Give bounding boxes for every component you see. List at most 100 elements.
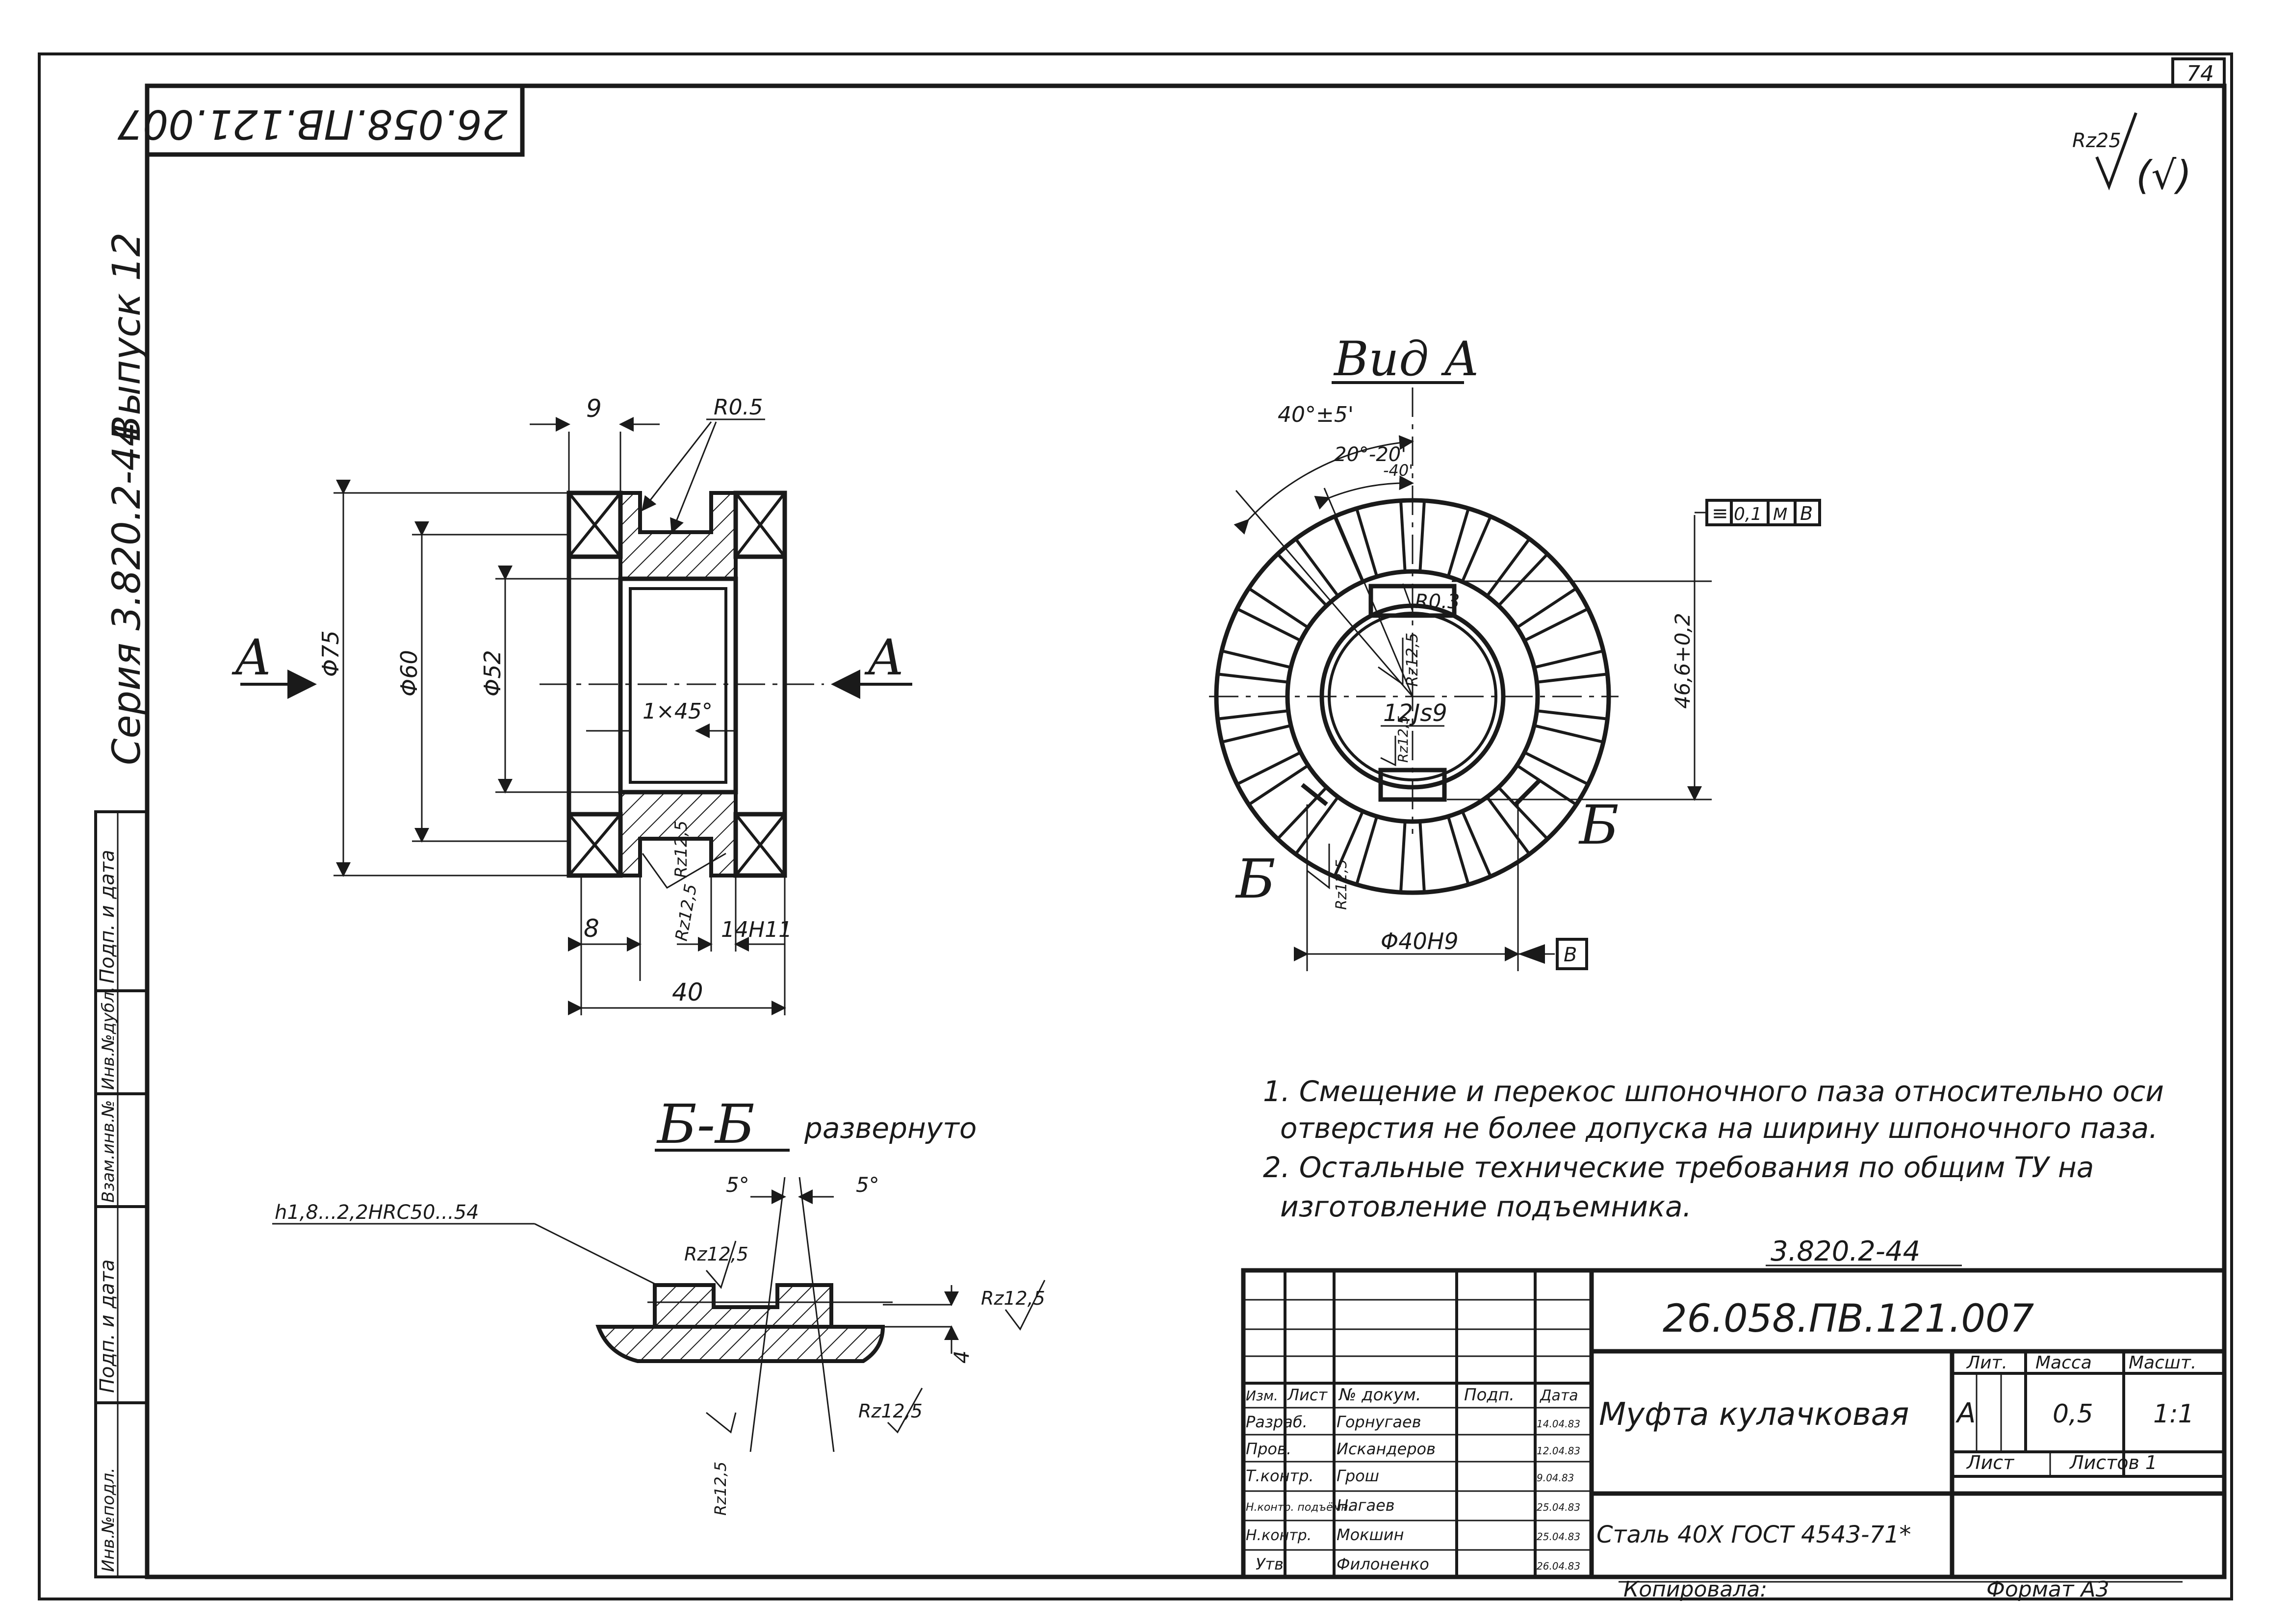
note-line-2: отверстия не более допуска на ширину шпо… <box>1280 1111 2158 1145</box>
tooth-line <box>1538 672 1607 684</box>
tooth-line <box>1277 553 1327 606</box>
view-a: Вид А 40°±5' 20°-20' -40' R0.3 Rz12,5 12… <box>1209 332 1821 971</box>
tb-copied-label: Копировала: <box>1623 1577 1767 1602</box>
tooth-line <box>1461 812 1492 876</box>
tb-row4-role: Н.контр. подъёмн. <box>1246 1501 1352 1514</box>
bb-roughness-vertical: Rz12,5 <box>711 1462 730 1516</box>
series-label-group: Серия 3.820.2-44 Выпуск 12 <box>105 232 149 765</box>
dim-dia-52: Φ52 <box>479 650 506 696</box>
bore-dim: Φ40H9 <box>1381 928 1459 954</box>
tooth-line <box>1249 765 1308 805</box>
tb-material: Сталь 40Х ГОСТ 4543-71* <box>1596 1521 1911 1548</box>
side-cell-3: Взам.инв.№ <box>99 1100 118 1203</box>
dim-8: 8 <box>584 914 599 943</box>
view-a-title: Вид А <box>1333 332 1479 387</box>
bottom-roughness: Rz12,5 <box>1333 859 1350 910</box>
tooth-line <box>1237 608 1300 642</box>
note-line-1: 1. Смещение и перекос шпоночного паза от… <box>1263 1075 2164 1108</box>
tooth-line <box>1222 724 1290 744</box>
angle-20-lower: -40' <box>1383 461 1413 480</box>
title-block: 3.820.2-44 26.058.ПВ.121.007 Муфта <box>1241 1236 2227 1602</box>
tb-lit-value: А <box>1955 1397 1976 1429</box>
tb-row4-date: 25.04.83 <box>1537 1501 1580 1513</box>
tb-row5-name: Мокшин <box>1337 1525 1404 1544</box>
tb-row1-date: 14.04.83 <box>1537 1418 1580 1430</box>
tooth-line <box>1538 709 1607 721</box>
side-cell-1: Подп. и дата <box>96 850 119 983</box>
issue-label: Выпуск 12 <box>105 232 149 441</box>
tooth-line <box>1249 588 1308 628</box>
tooth-line <box>1333 516 1364 581</box>
key-roughness: Rz12,5 <box>1403 633 1421 687</box>
tolerance-frame: ≡ 0,1 М В <box>1695 499 1821 526</box>
tooth-line <box>1399 501 1407 570</box>
note-line-3: 2. Остальные технические требования по о… <box>1263 1151 2094 1184</box>
page-number: 74 <box>2186 61 2214 86</box>
tb-col-list: Лист <box>1287 1386 1328 1404</box>
tb-row4-name: Нагаев <box>1337 1496 1395 1515</box>
tb-sheets-label: Листов 1 <box>2069 1452 2157 1473</box>
tb-row6-date: 26.04.83 <box>1537 1560 1580 1572</box>
dim-46-6: 46,6+0,2 <box>1671 613 1695 709</box>
slot-roughness-1: Rz12,5 <box>671 821 691 878</box>
tb-row6-name: Филоненко <box>1337 1555 1429 1573</box>
tooth-line <box>1295 539 1338 596</box>
tooth-line <box>1355 509 1378 576</box>
tooth-line <box>1525 608 1588 642</box>
tooth-line <box>1295 797 1338 854</box>
angle-40: 40°±5' <box>1278 402 1354 427</box>
section-bb-subtitle: развернуто <box>804 1111 977 1145</box>
tooth-line <box>1218 672 1287 684</box>
bb-roughness-right: Rz12,5 <box>981 1288 1045 1309</box>
tb-row2-name: Искандеров <box>1337 1440 1436 1458</box>
tol-value: 0,1 <box>1734 504 1762 524</box>
tb-row6-role: Утв. <box>1256 1555 1288 1573</box>
chamfer-note: 1×45° <box>643 699 713 724</box>
angle-20: 20°-20' <box>1334 443 1406 466</box>
depth-4: 4 <box>950 1350 974 1364</box>
section-b-left: Б <box>1235 848 1276 910</box>
tooth-line <box>1222 649 1290 669</box>
front-hatch-top <box>618 491 738 581</box>
tb-row1-name: Горнугаев <box>1337 1413 1421 1431</box>
datum-b: В <box>1564 944 1577 966</box>
tb-row3-role: Т.контр. <box>1246 1467 1314 1485</box>
section-bb-title: Б-Б <box>656 1093 755 1156</box>
tb-col-doc: № докум. <box>1338 1385 1421 1405</box>
series-label: Серия 3.820.2-44 <box>105 422 149 766</box>
front-view: A A Φ75 Φ60 Φ52 9 R0.5 1×45° <box>231 394 912 1015</box>
tb-row1-role: Разраб. <box>1246 1413 1308 1431</box>
bb-roughness-lower: Rz12,5 <box>858 1400 923 1422</box>
tol-modifier: М <box>1773 505 1787 524</box>
angle-right: 5° <box>856 1173 879 1197</box>
dim-dia-75: Φ75 <box>317 630 344 677</box>
radius-r03: R0.3 <box>1415 591 1460 613</box>
tooth-line <box>1498 787 1548 840</box>
tooth-line <box>1461 516 1492 581</box>
tb-lit-label: Лит. <box>1966 1353 2007 1373</box>
tb-col-izm: Изм. <box>1246 1388 1278 1404</box>
tb-sheet-label: Лист <box>1966 1452 2015 1473</box>
tb-mass-label: Масса <box>2035 1353 2092 1373</box>
general-roughness-label: Rz25 <box>2072 129 2121 152</box>
dim-dia-60: Φ60 <box>396 650 422 696</box>
tooth-line <box>1237 751 1300 785</box>
sheet-frame: 74 26.058.ПВ.121.007 <box>38 52 2233 1600</box>
tb-row2-role: Пров. <box>1246 1440 1291 1458</box>
slot-roughness-2: Rz12,5 <box>671 882 701 942</box>
tb-format-label: Формат А3 <box>1986 1577 2109 1602</box>
stamp-code: 26.058.ПВ.121.007 <box>117 101 508 147</box>
section-b-right: Б <box>1578 794 1619 856</box>
tb-name: Муфта кулачковая <box>1599 1396 1909 1433</box>
tooth-line <box>1355 817 1378 884</box>
tooth-line <box>1487 797 1530 854</box>
technical-notes: 1. Смещение и перекос шпоночного паза от… <box>1263 1075 2164 1223</box>
tol-datum: В <box>1800 503 1813 524</box>
tb-row3-name: Грош <box>1337 1467 1379 1485</box>
section-bb: Б-Б развернуто h1,8...2,2HRC50...54 4 5°… <box>272 1093 1046 1516</box>
side-cell-2: Инв.№дубл. <box>99 986 118 1090</box>
key-bottom-roughness: Rz12,5 <box>1395 716 1411 763</box>
tb-row2-date: 12.04.83 <box>1537 1445 1580 1457</box>
tooth-line <box>1418 823 1426 892</box>
tooth-line <box>1333 812 1364 876</box>
